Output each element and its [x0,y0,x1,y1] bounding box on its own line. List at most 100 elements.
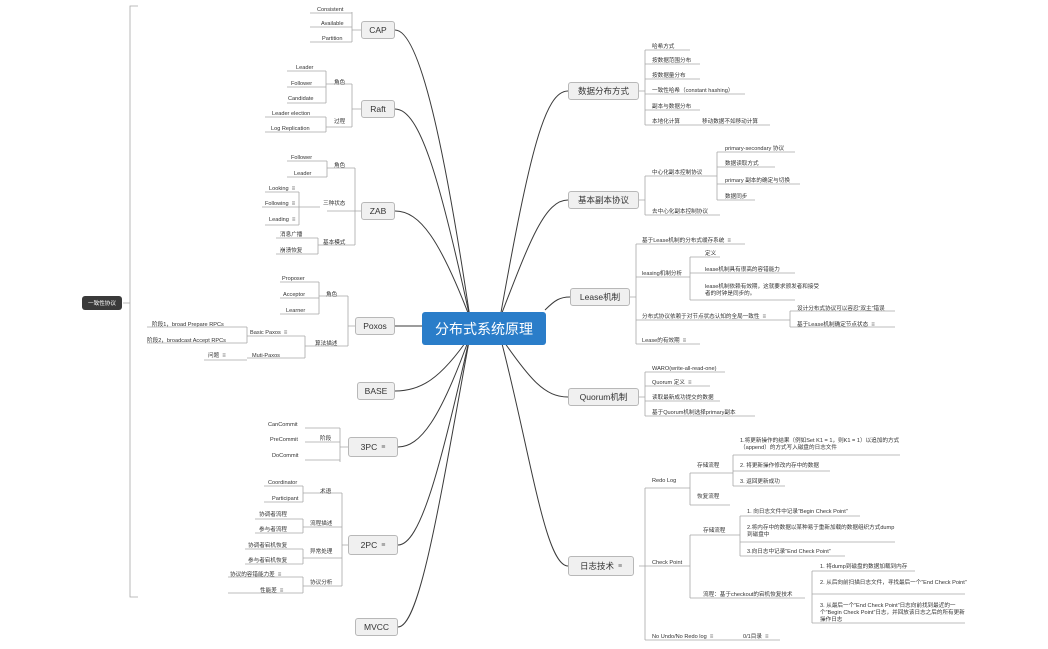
link-center-base [394,335,471,392]
topic-data-distribution[interactable]: 数据分布方式 [568,82,639,100]
lease-consistency: 分布式协议依赖于对节点状态认知的全局一致性≡ [642,314,766,320]
quorum-item: 基于Quorum机制选择primary副本 [652,410,736,416]
cap-item: Consistent [317,7,344,13]
link-center-3pc [397,335,471,448]
note-icon[interactable]: ≡ [727,238,731,244]
raft-role-label: 角色 [334,80,346,86]
topic-raft[interactable]: Raft [361,100,395,118]
log-cp-store: 存储流程 [703,528,726,534]
link-center-log [499,335,569,567]
log-redo: Redo Log [652,478,677,484]
note-icon[interactable]: ≡ [291,186,296,192]
2pc-term: Coordinator [268,480,298,486]
topic-replica-protocol[interactable]: 基本副本协议 [568,191,639,209]
quorum-item: WARO(write-all-read-one) [652,366,717,372]
paxos-role: Proposer [282,276,305,282]
central-topic[interactable]: 分布式系统原理 [422,312,546,345]
3pc-item: PreCommit [270,437,298,443]
paxos-phase: 阶段1，broad Prepare RPCs [152,322,224,328]
log-cp-store-item: 3.向日志中记录“End Check Point” [747,549,831,555]
raft-role: Leader [296,65,314,71]
paxos-role: Acceptor [283,292,306,298]
zab-mode-label: 基本模式 [323,240,346,246]
data-dist-item: 副本与数据分布 [652,104,692,110]
note-icon[interactable]: ≡ [291,217,296,223]
side-label-consistency-protocol[interactable]: 一致性协议 [82,296,122,310]
log-cp-flow: 流程：基于checkout的宕机恢复技术 [703,592,793,598]
replica-central-item: primary-secondary 协议 [725,146,785,152]
note-icon[interactable]: ≡ [617,562,623,570]
zab-states-label: 三种状态 [323,201,346,207]
topic-paxos[interactable]: Poxos [355,317,395,335]
note-icon[interactable]: ≡ [279,588,284,594]
note-icon[interactable]: ≡ [709,634,714,640]
data-dist-item: 一致性哈希（constant hashing） [652,88,734,94]
note-icon[interactable]: ≡ [291,201,296,207]
note-icon[interactable]: ≡ [764,634,769,640]
topic-2pc[interactable]: 2PC≡ [348,535,398,555]
replica-central-item: 数据同步 [725,194,748,200]
link-center-raft [394,108,471,319]
note-icon[interactable]: ≡ [277,572,282,578]
note-icon[interactable]: ≡ [381,443,386,451]
log-redo-store: 存储流程 [697,463,720,469]
link-center-2pc [397,335,471,546]
topic-cap[interactable]: CAP [361,21,395,39]
zab-state: Following≡ [265,201,296,207]
cap-item: Available [321,21,344,27]
topic-lease[interactable]: Lease机制 [570,288,630,306]
topic-log-technique[interactable]: 日志技术≡ [568,556,634,576]
link-center-replica [499,199,569,319]
note-icon[interactable]: ≡ [762,314,766,320]
log-checkpoint: Check Point [652,560,683,566]
paxos-role: Learner [286,308,306,314]
log-redo-recover: 恢复流程 [697,494,720,500]
lease-analysis-item: lease机制依赖有效期，这就要求颁发者和接受者的时钟是同步的。 [705,284,820,297]
zab-role-label: 角色 [334,163,346,169]
log-cp-store-item: 1. 向日志文件中记录“Begin Check Point” [747,509,848,515]
log-redo-store-item: 2. 将更新操作修改内存中的数据 [740,463,819,469]
link-center-lease [544,296,571,311]
log-noundo: No Undo/No Redo log≡ [652,634,714,640]
lease-consistency-item: 设计分布式协议可以容忍“双主”错误 [797,306,885,312]
note-icon[interactable]: ≡ [871,322,875,328]
topic-mvcc[interactable]: MVCC [355,618,398,636]
topic-3pc[interactable]: 3PC≡ [348,437,398,457]
cap-item: Partition [322,36,343,42]
note-icon[interactable]: ≡ [222,353,226,359]
replica-decentral: 去中心化副本控制协议 [652,209,708,215]
2pc-flow: 协调者流程 [259,512,287,518]
note-icon[interactable]: ≡ [381,541,386,549]
note-icon[interactable]: ≡ [687,380,692,386]
data-dist-local-sub: 移动数据不如移动计算 [702,119,758,125]
note-icon[interactable]: ≡ [283,330,288,336]
data-dist-item: 哈希方式 [652,44,675,50]
2pc-term: Participant [272,496,299,502]
2pc-exc: 协调者宕机恢复 [248,543,288,549]
note-icon[interactable]: ≡ [682,338,687,344]
quorum-item: Quorum 定义≡ [652,380,692,386]
raft-process-label: 过程 [334,119,346,125]
link-center-quorum [499,335,569,398]
lease-item: 基于Lease机制的分布式缓存系统≡ [642,238,731,244]
lease-analysis-item: lease机制具有很高的容错能力 [705,267,780,273]
zab-state: Leading≡ [269,217,296,223]
raft-role: Follower [291,81,313,87]
zab-state: Looking≡ [269,186,296,192]
link-center-mvcc [397,335,471,628]
log-cp-flow-item: 3. 从最后一个“End Check Point”日志向前找到最近的一个“Beg… [820,603,965,623]
paxos-problem: 问题≡ [208,353,226,359]
paxos-phase: 阶段2，broadcast Accept RPCs [147,338,226,344]
topic-zab[interactable]: ZAB [361,202,395,220]
zab-role: Leader [294,171,312,177]
raft-process: Log Replication [271,126,310,132]
topic-quorum[interactable]: Quorum机制 [568,388,639,406]
data-dist-item: 按数据范围分布 [652,58,692,64]
2pc-term-label: 术语 [320,489,332,495]
paxos-role-label: 角色 [326,292,338,298]
topic-base[interactable]: BASE [357,382,395,400]
3pc-phase-label: 阶段 [320,436,332,442]
lease-consistency-item: 基于Lease机制确定节点状态≡ [797,322,875,328]
data-dist-item: 本地化计算 [652,119,680,125]
